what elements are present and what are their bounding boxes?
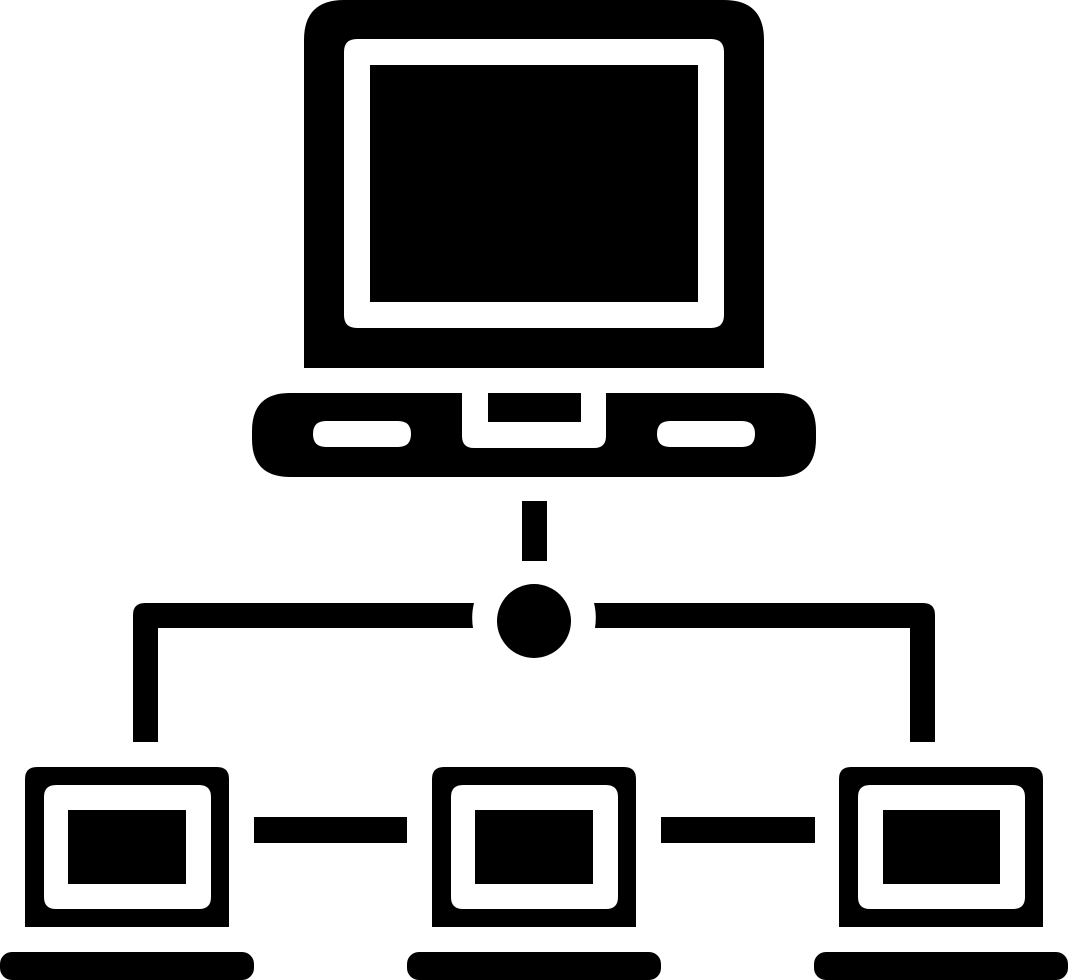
client-center-screen-display [475,810,593,884]
client-right-screen-display [883,810,1000,884]
client-laptop-left-icon [0,767,254,980]
client-right-screen-frame [839,767,1043,927]
server-screen-display [370,65,698,302]
client-laptop-center-icon [407,767,661,980]
client-laptop-right-icon [814,767,1068,980]
client-center-screen-frame [432,767,636,927]
server-keyboard-base [252,393,816,477]
client-left-base [0,952,254,980]
client-right-base [814,952,1068,980]
hub-to-left-client-line [133,603,474,742]
server-laptop-icon [252,0,816,477]
server-screen-frame [304,0,764,368]
center-to-right-client-line [661,817,815,843]
hub-circle-node [497,584,571,658]
left-to-center-client-line [254,817,407,843]
hub-to-right-client-line [594,603,935,742]
client-left-screen-frame [25,767,229,927]
client-left-screen-display [68,810,186,884]
server-touchpad [488,393,581,422]
client-center-base [407,952,661,980]
connector-lines [133,501,935,843]
server-to-hub-line [522,501,547,561]
